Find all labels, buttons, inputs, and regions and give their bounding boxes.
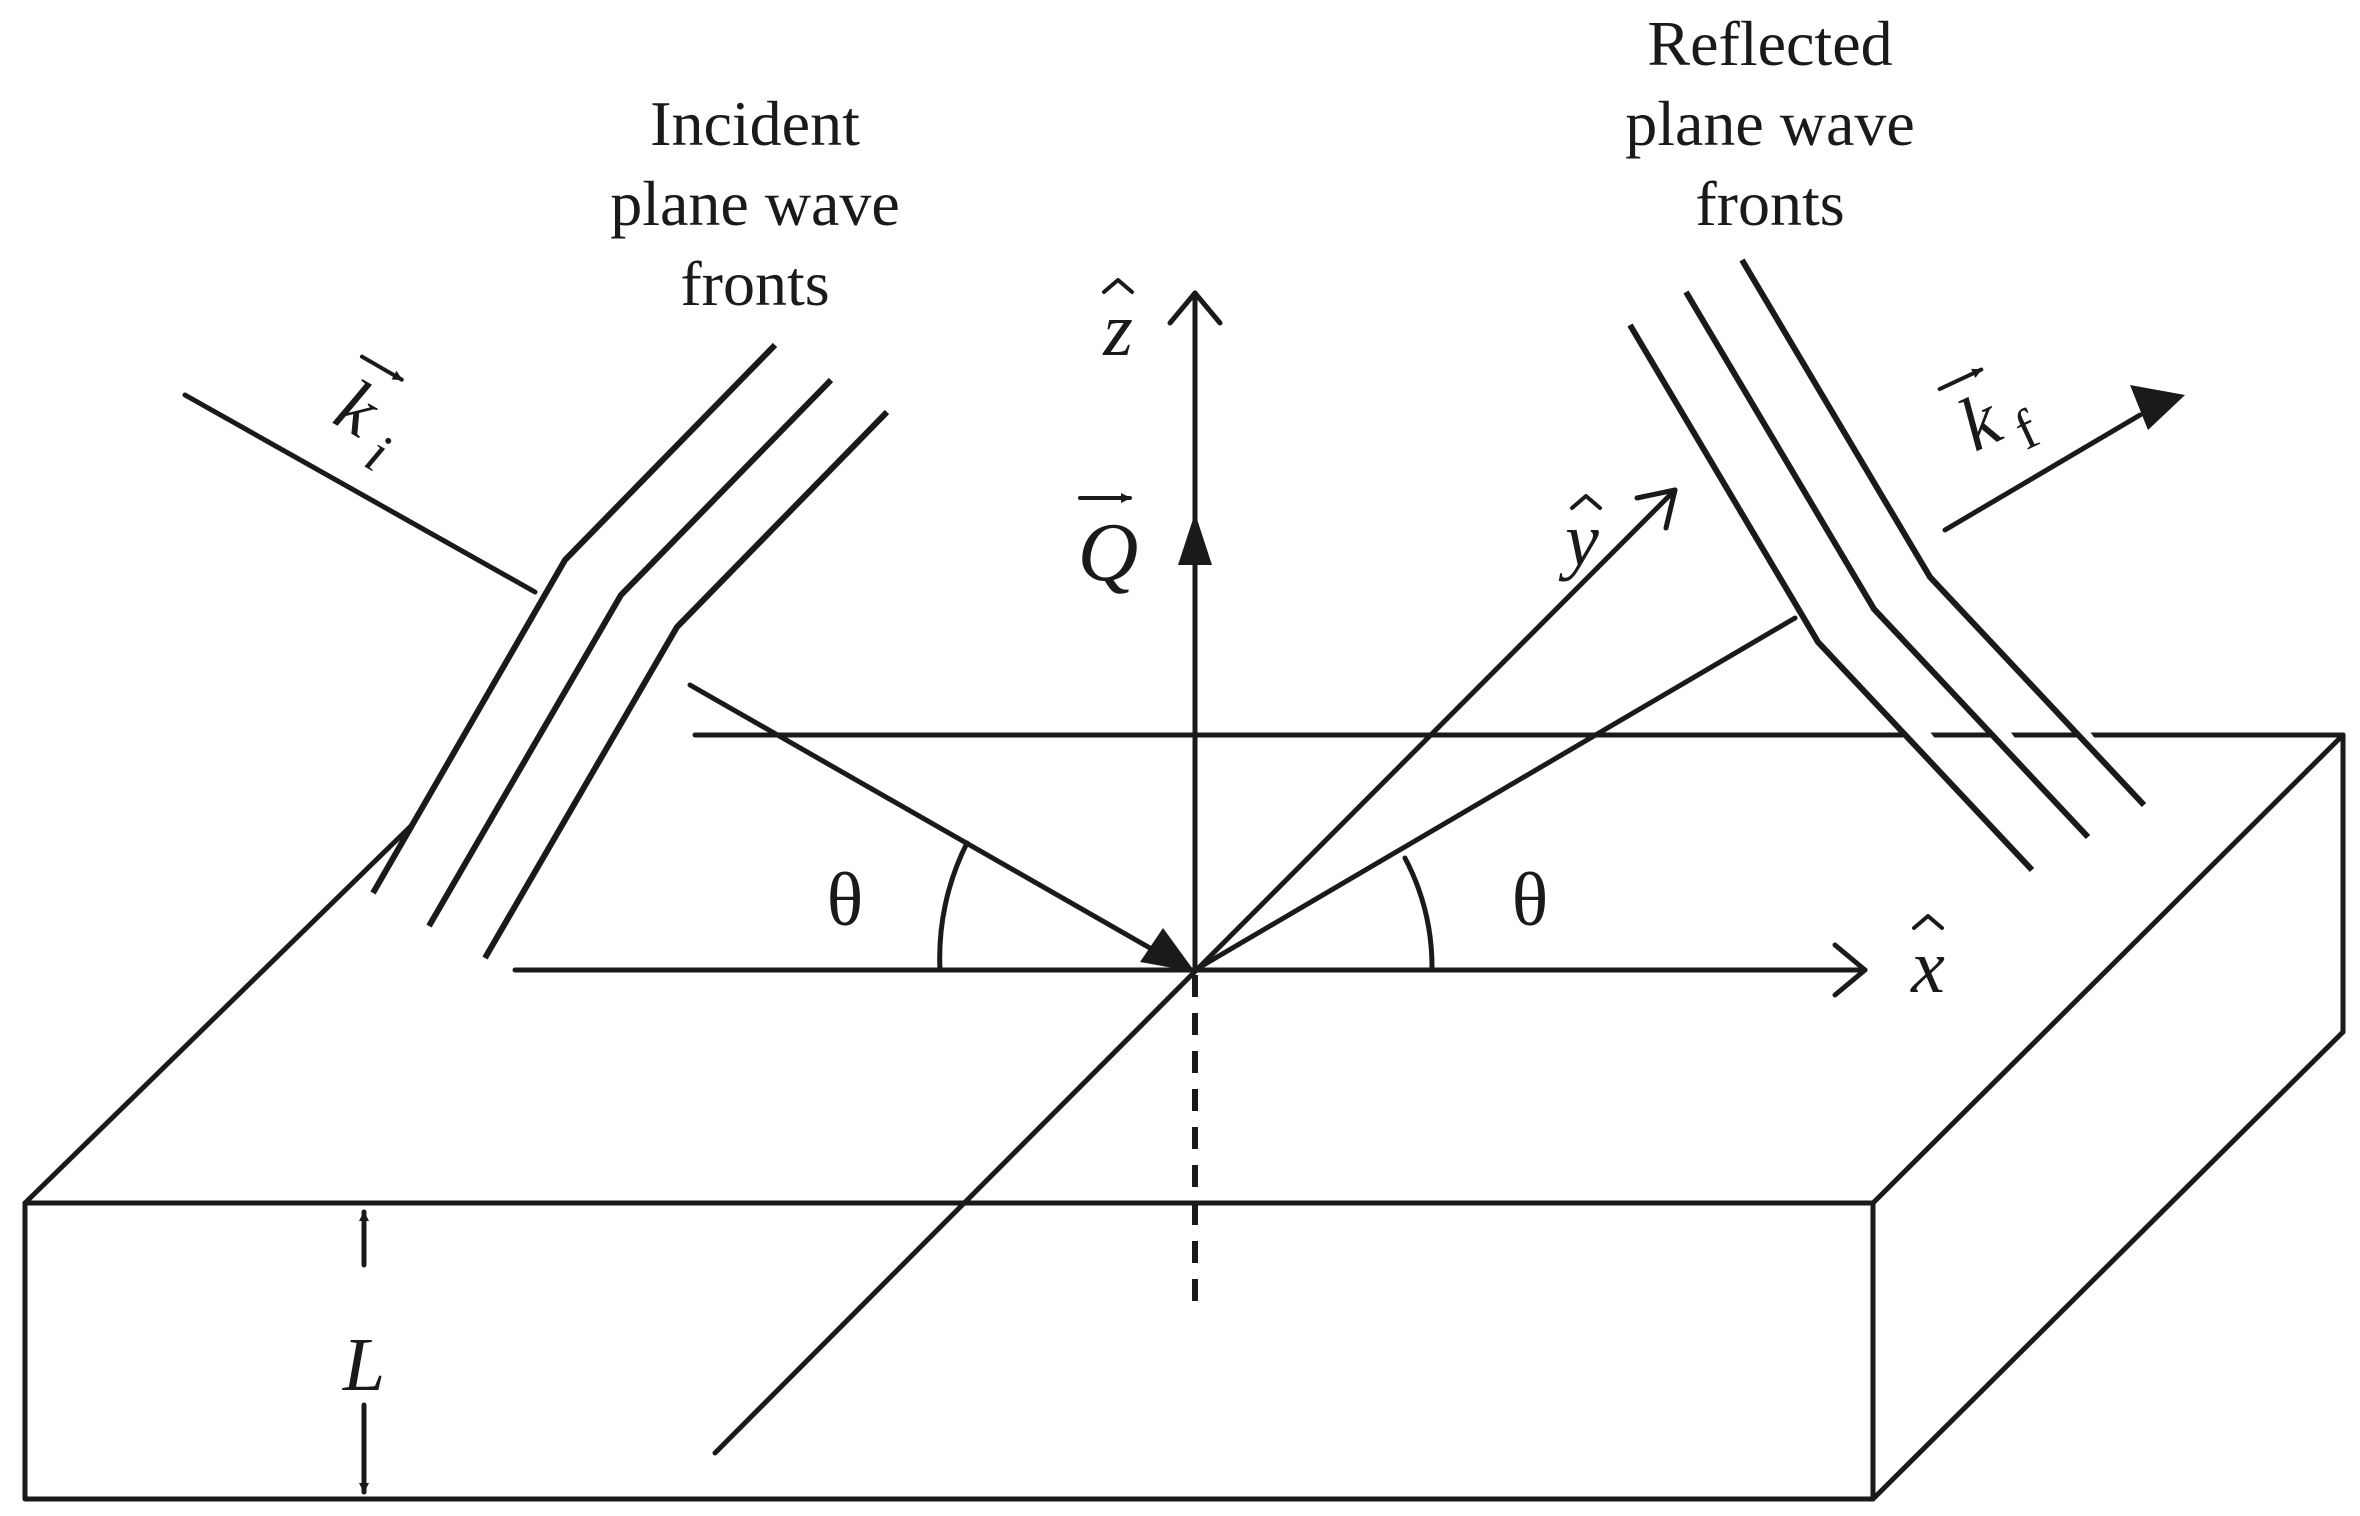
incident-wave-front-3 [482, 409, 890, 960]
incident-angle-label: θ [827, 858, 863, 942]
y-axis-arrowhead [1634, 487, 1678, 531]
incident-caption: Incident plane wave fronts [610, 88, 900, 319]
reflected-caption-line-2: plane wave [1625, 88, 1915, 159]
coordinate-axes [512, 290, 1868, 1456]
kf-vector-arrow-icon [1937, 367, 1984, 392]
kf-label: k f [1937, 367, 2048, 468]
reflected-wave-front-1 [1627, 323, 2035, 873]
angle-markers: θ θ [827, 840, 1548, 973]
slab-right-bottom-edge [1870, 1029, 2346, 1502]
incident-wave-fronts [370, 342, 890, 960]
incident-ray-arrowhead [1140, 928, 1195, 972]
axis-labels: z x y Q [1078, 278, 1945, 1009]
incident-caption-line-1: Incident [650, 88, 860, 159]
reflected-angle-label: θ [1512, 858, 1548, 942]
reflected-caption-line-1: Reflected [1647, 8, 1892, 79]
reflected-ray-lower [1192, 615, 1798, 973]
z-hat-icon [1102, 278, 1134, 294]
reflected-caption: Reflected plane wave fronts [1625, 8, 1915, 239]
incident-angle-arc [937, 840, 970, 973]
incident-wave-front-2 [426, 377, 834, 928]
slab-top-left-edge [22, 822, 415, 1206]
slab-front-face [22, 1200, 1876, 1502]
thickness-indicator: L [342, 1209, 385, 1495]
z-axis-label: z [1102, 288, 1133, 372]
x-hat-icon [1912, 914, 1944, 930]
incident-ray-upper [182, 392, 538, 595]
reflected-angle-arc [1402, 855, 1435, 973]
reflected-ray-upper [1942, 412, 2143, 533]
y-axis-label: y [1558, 498, 1599, 582]
slab-top-right-edge [1870, 732, 2346, 1206]
incident-ray-lower [687, 682, 1153, 951]
incident-caption-line-3: fronts [680, 248, 829, 319]
reflected-wave-front-2 [1683, 290, 2091, 840]
incident-beam [182, 392, 1195, 972]
q-vector-label: Q [1078, 506, 1139, 599]
y-hat-icon [1570, 494, 1602, 510]
incident-caption-line-2: plane wave [610, 168, 900, 239]
kf-label-base: k [1946, 377, 2013, 468]
x-axis-arrowhead [1832, 942, 1868, 998]
q-vector-arrowhead [1178, 513, 1212, 565]
incident-wave-front-1 [370, 342, 778, 895]
z-axis-arrowhead [1167, 290, 1223, 326]
reflected-wave-fronts [1627, 258, 2147, 873]
sample-slab [22, 732, 2346, 1502]
reflected-caption-line-3: fronts [1695, 168, 1844, 239]
reflected-beam [1192, 385, 2185, 973]
thickness-label: L [342, 1323, 385, 1407]
reflected-wave-front-3 [1739, 258, 2147, 808]
ki-vector-arrow-icon [359, 354, 404, 382]
ki-label: k i [322, 354, 404, 484]
reflected-ray-arrowhead [2130, 385, 2185, 430]
x-axis-label: x [1910, 925, 1945, 1009]
q-vector [1178, 513, 1212, 565]
